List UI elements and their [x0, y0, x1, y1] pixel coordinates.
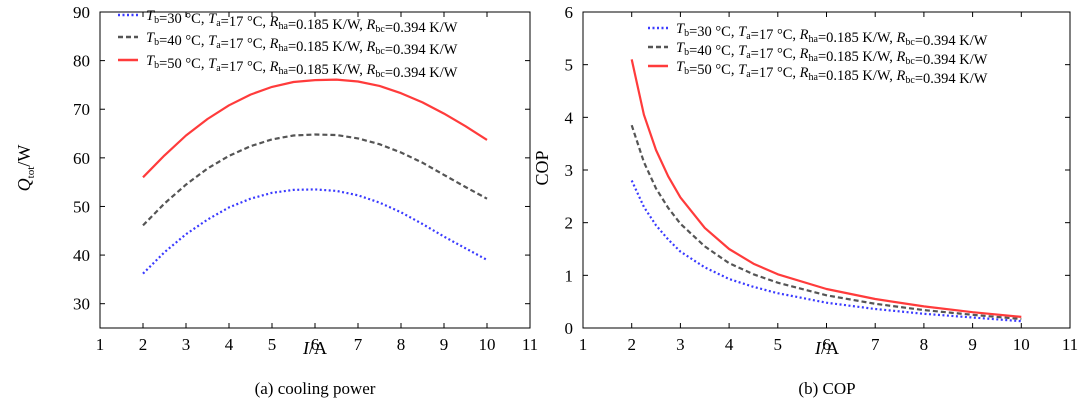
x-axis-label: I/A	[814, 338, 839, 358]
x-tick-label: 6	[311, 335, 320, 354]
series-line-3	[630, 59, 1022, 318]
y-tick-label: 1	[565, 266, 574, 285]
y-tick-label: 90	[73, 3, 90, 22]
x-tick-label: 2	[139, 335, 148, 354]
series-line-1	[630, 180, 1022, 323]
x-tick-label: 10	[1013, 335, 1030, 354]
y-tick-label: 50	[73, 197, 90, 216]
y-tick-label: 80	[73, 52, 90, 71]
x-tick-label: 11	[522, 335, 538, 354]
series-line-1	[142, 188, 488, 275]
x-tick-label: 9	[440, 335, 449, 354]
x-tick-label: 7	[354, 335, 363, 354]
x-tick-label: 6	[822, 335, 831, 354]
y-tick-label: 30	[73, 295, 90, 314]
x-axis-label: I/A	[302, 338, 327, 358]
y-tick-label: 6	[565, 3, 574, 22]
y-tick-label: 70	[73, 100, 90, 119]
legend-label-1: Tb=30 °C, Ta=17 °C, Rha=0.185 K/W, Rbc=0…	[676, 21, 988, 49]
y-tick-label: 60	[73, 149, 90, 168]
legend-label-3: Tb=50 °C, Ta=17 °C, Rha=0.185 K/W, Rbc=0…	[676, 59, 988, 87]
series-line-2	[630, 124, 1022, 321]
x-tick-label: 4	[225, 335, 234, 354]
x-tick-label: 9	[968, 335, 977, 354]
legend-label-2: Tb=40 °C, Ta=17 °C, Rha=0.185 K/W, Rbc=0…	[146, 30, 458, 58]
y-tick-label: 3	[565, 161, 574, 180]
x-tick-label: 4	[725, 335, 734, 354]
y-tick-label: 4	[565, 108, 574, 127]
legend-label-2: Tb=40 °C, Ta=17 °C, Rha=0.185 K/W, Rbc=0…	[676, 40, 988, 68]
series-line-3	[142, 78, 488, 179]
x-tick-label: 1	[579, 335, 588, 354]
y-tick-label: 2	[565, 214, 574, 233]
y-axis-label: Qtot/W	[14, 145, 37, 192]
legend-label-3: Tb=50 °C, Ta=17 °C, Rha=0.185 K/W, Rbc=0…	[146, 53, 458, 81]
y-tick-label: 40	[73, 246, 90, 265]
legend-label-1: Tb=30 °C, Ta=17 °C, Rha=0.185 K/W, Rbc=0…	[146, 8, 458, 36]
x-tick-label: 8	[397, 335, 406, 354]
x-tick-label: 3	[676, 335, 685, 354]
x-tick-label: 5	[774, 335, 783, 354]
x-tick-label: 8	[920, 335, 929, 354]
y-axis-label: COP	[532, 150, 552, 185]
x-tick-label: 7	[871, 335, 880, 354]
y-tick-label: 5	[565, 56, 574, 75]
x-tick-label: 3	[182, 335, 191, 354]
chart-caption: (b) COP	[798, 379, 855, 398]
x-tick-label: 11	[1062, 335, 1078, 354]
x-tick-label: 1	[96, 335, 105, 354]
x-tick-label: 2	[627, 335, 636, 354]
chart-cooling-power: 1 2 3 4 5 6 7 8 9 10 11 30 40 50 60 70 80 90 Tb=30 °C, Ta=…	[14, 3, 538, 398]
y-tick-label: 0	[565, 319, 574, 338]
x-tick-label: 10	[479, 335, 496, 354]
x-tick-label: 5	[268, 335, 277, 354]
chart-caption: (a) cooling power	[255, 379, 376, 398]
series-line-2	[142, 133, 488, 227]
